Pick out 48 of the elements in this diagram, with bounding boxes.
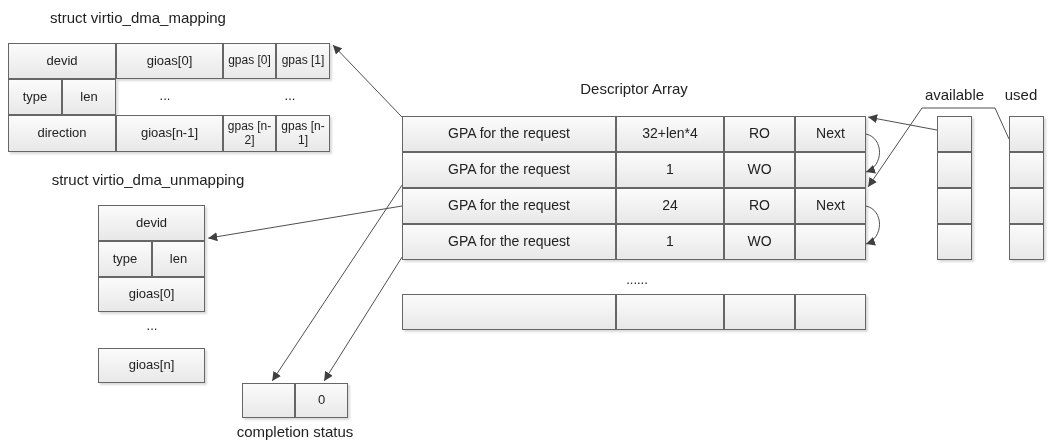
table-cell: Next	[795, 116, 866, 152]
table-cell: direction	[8, 115, 116, 152]
table-cell: 1	[616, 224, 724, 260]
table-cell: 1	[616, 152, 724, 188]
table-cell: gioas[0]	[116, 43, 223, 79]
table-cell: gpas [n-2]	[223, 115, 276, 152]
table-cell: WO	[724, 152, 795, 188]
table-cell: type	[98, 241, 152, 277]
table-cell: RO	[724, 116, 795, 152]
table-cell: Next	[795, 188, 866, 224]
arrow	[323, 256, 403, 382]
table-title: struct virtio_dma_mapping	[49, 9, 227, 26]
table-cell: GPA for the request	[402, 188, 616, 224]
arrow	[867, 114, 938, 131]
table-cell: gpas [n-1]	[276, 115, 330, 152]
table-cell: gpas [0]	[223, 43, 276, 79]
table-title: struct virtio_dma_unmapping	[50, 171, 246, 188]
table-cell: devid	[98, 205, 205, 241]
table-cell: gioas[0]	[98, 277, 205, 312]
table-cell: 0	[295, 383, 348, 418]
table-cell: len	[152, 241, 205, 277]
table-cell: len	[62, 79, 116, 115]
table-title: completion status	[235, 423, 355, 440]
table-cell: GPA for the request	[402, 116, 616, 152]
table-title: used	[1003, 86, 1039, 103]
table-title: Descriptor Array	[579, 80, 689, 97]
table-cell: GPA for the request	[402, 224, 616, 260]
table-cell: RO	[724, 188, 795, 224]
ellipsis-text: ...	[145, 318, 159, 333]
table-title: available	[923, 86, 986, 103]
table-cell: WO	[724, 224, 795, 260]
table-cell: GPA for the request	[402, 152, 616, 188]
table-cell: gpas [1]	[276, 43, 330, 79]
table-cell: type	[8, 79, 62, 115]
ellipsis-text: ......	[625, 272, 649, 287]
ellipsis-text: ...	[158, 88, 172, 103]
table-cell: gioas[n]	[98, 348, 205, 383]
table-cell: 24	[616, 188, 724, 224]
arrow	[207, 205, 403, 242]
arrow	[867, 107, 1010, 188]
table-cell: gioas[n-1]	[116, 115, 223, 152]
arrow	[865, 205, 880, 245]
arrow	[865, 133, 880, 173]
table-cell: devid	[8, 43, 116, 79]
arrow	[271, 184, 403, 382]
ellipsis-text: ...	[283, 88, 297, 103]
table-cell: 32+len*4	[616, 116, 724, 152]
arrow	[332, 44, 403, 118]
